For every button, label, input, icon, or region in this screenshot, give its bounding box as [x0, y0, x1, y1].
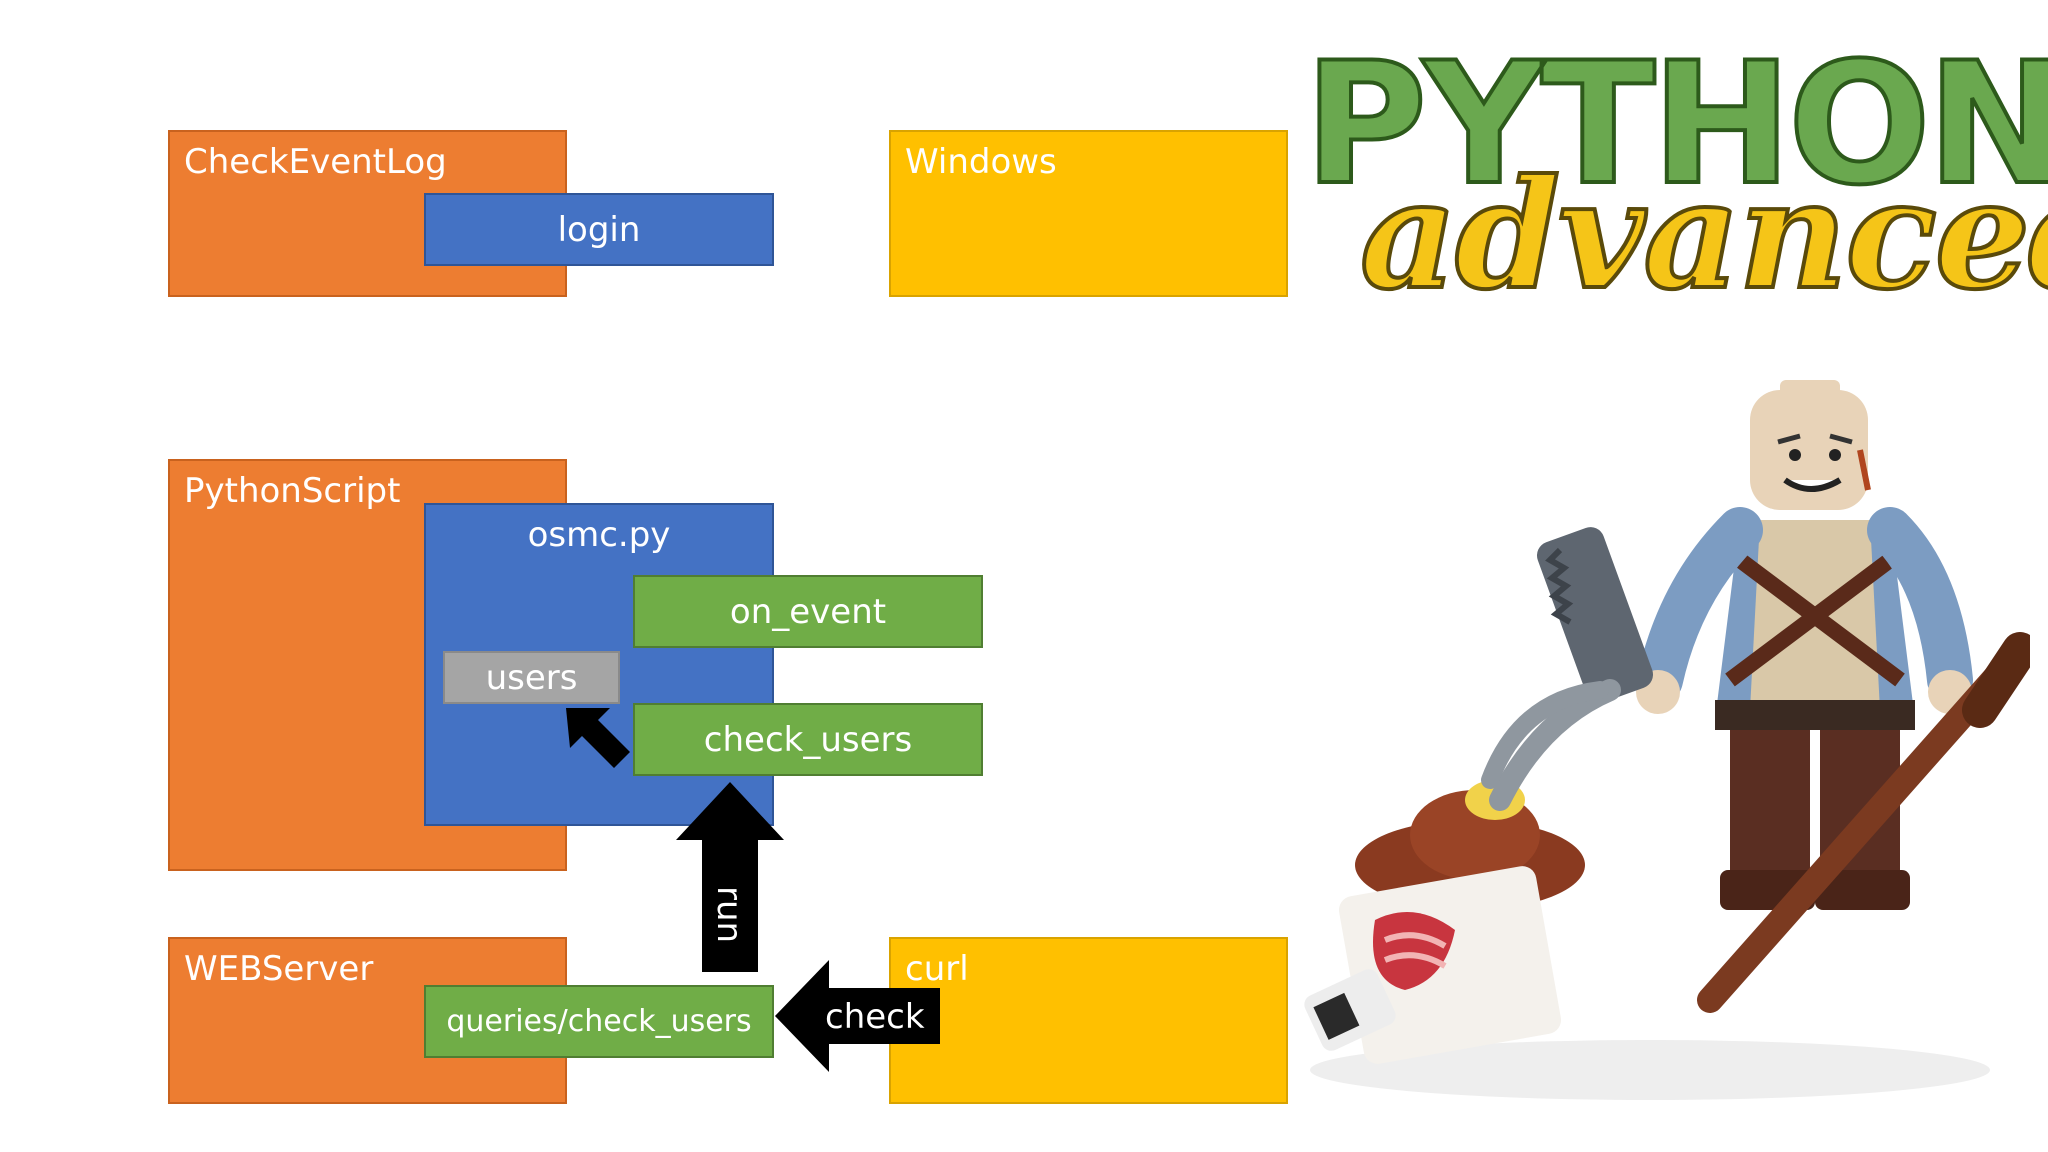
login-box: login	[424, 193, 774, 266]
webserver-label: WEBServer	[184, 949, 374, 989]
lego-minifigure-illustration	[1304, 380, 2030, 1100]
diagonal-arrow	[566, 708, 630, 768]
run-arrow-label: run	[709, 886, 749, 943]
queries-label: queries/check_users	[446, 1004, 752, 1039]
checkeventlog-label: CheckEventLog	[184, 142, 447, 182]
pythonscript-label: PythonScript	[184, 471, 401, 511]
users-label: users	[485, 657, 578, 698]
curl-label: curl	[905, 949, 969, 989]
check-arrow-label: check	[825, 997, 925, 1037]
windows-label: Windows	[905, 142, 1057, 182]
login-label: login	[557, 209, 641, 250]
on-event-label: on_event	[729, 591, 887, 632]
run-arrow: run	[676, 782, 784, 972]
check-arrow: check	[775, 960, 940, 1072]
logo-python-text: PYTHON	[1302, 26, 2048, 222]
on-event-box: on_event	[633, 575, 983, 648]
check-users-box: check_users	[633, 703, 983, 776]
osmc-label: osmc.py	[527, 515, 671, 555]
windows-box: Windows	[889, 130, 1288, 297]
check-users-label: check_users	[703, 719, 913, 760]
curl-box: curl	[889, 937, 1288, 1104]
logo-advanced-text: advanced	[1358, 147, 2048, 323]
queries-box: queries/check_users	[424, 985, 774, 1058]
users-box: users	[443, 651, 620, 704]
python-advanced-logo: PYTHON advanced	[1300, 38, 2048, 320]
